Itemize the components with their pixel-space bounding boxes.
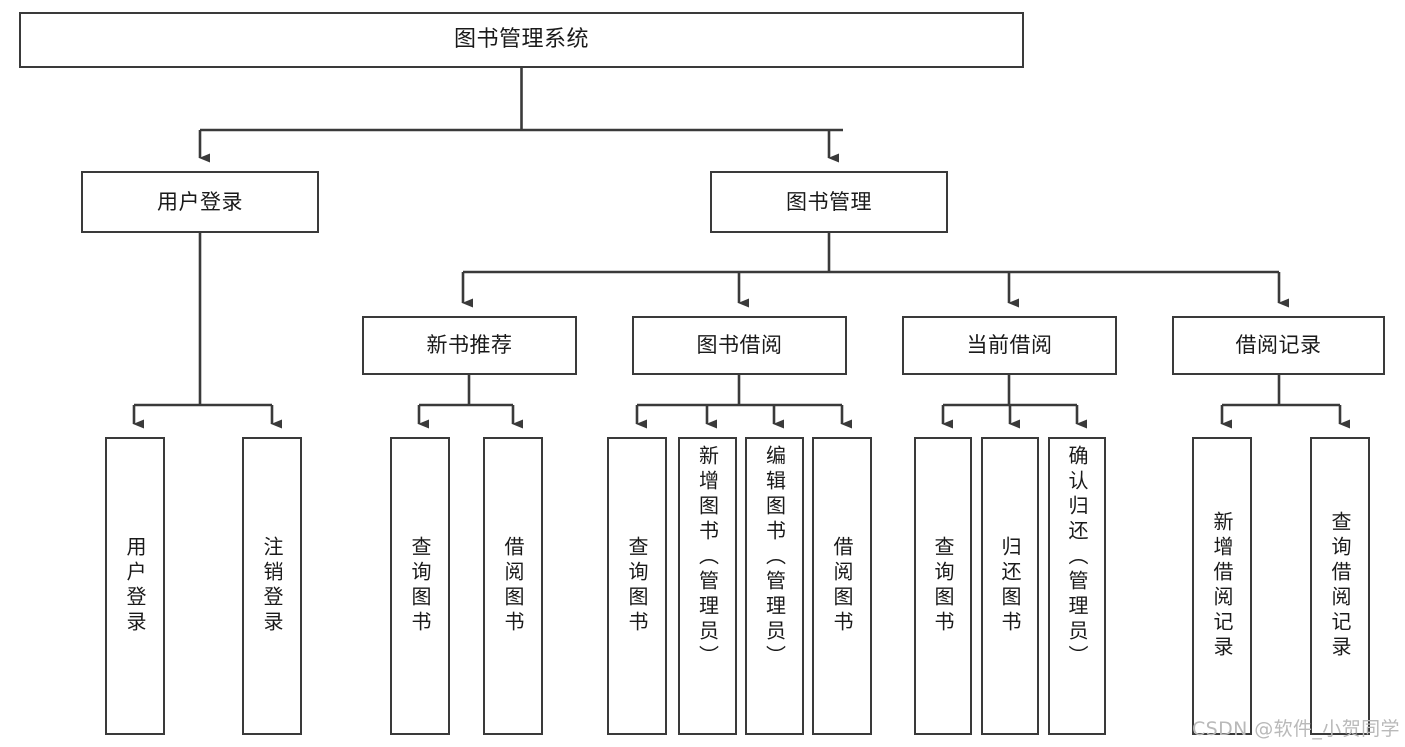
node-root[interactable]: 图书管理系统: [19, 12, 1024, 68]
node-leaf-add-borrow-record-label: 新增借阅记录: [1210, 511, 1234, 661]
node-leaf-query-book-3[interactable]: 查询图书: [914, 437, 972, 735]
node-leaf-add-borrow-record[interactable]: 新增借阅记录: [1192, 437, 1252, 735]
node-borrow-record[interactable]: 借阅记录: [1172, 316, 1385, 375]
node-leaf-query-book-3-label: 查询图书: [931, 536, 955, 636]
node-user-login[interactable]: 用户登录: [81, 171, 319, 233]
node-leaf-return-book-label: 归还图书: [998, 536, 1022, 636]
node-leaf-user-login-label: 用户登录: [123, 536, 147, 636]
node-leaf-add-book-admin[interactable]: 新增图书（管理员）: [678, 437, 737, 735]
node-leaf-edit-book-admin-label: 编辑图书（管理员）: [762, 445, 787, 670]
node-new-book-recommend-label: 新书推荐: [426, 333, 513, 358]
node-leaf-borrow-book-1-label: 借阅图书: [501, 536, 525, 636]
node-leaf-return-book[interactable]: 归还图书: [981, 437, 1039, 735]
node-book-manage[interactable]: 图书管理: [710, 171, 948, 233]
node-current-borrow-label: 当前借阅: [966, 333, 1053, 358]
node-book-borrow[interactable]: 图书借阅: [632, 316, 847, 375]
node-leaf-borrow-book-2-label: 借阅图书: [830, 536, 854, 636]
node-leaf-logout[interactable]: 注销登录: [242, 437, 302, 735]
node-root-label: 图书管理系统: [453, 27, 589, 53]
node-leaf-borrow-book-1[interactable]: 借阅图书: [483, 437, 543, 735]
node-leaf-user-login[interactable]: 用户登录: [105, 437, 165, 735]
node-leaf-confirm-return-admin[interactable]: 确认归还（管理员）: [1048, 437, 1106, 735]
node-leaf-query-borrow-record-label: 查询借阅记录: [1328, 511, 1352, 661]
node-leaf-edit-book-admin[interactable]: 编辑图书（管理员）: [745, 437, 804, 735]
node-leaf-logout-label: 注销登录: [260, 536, 284, 636]
node-borrow-record-label: 借阅记录: [1235, 333, 1322, 358]
node-user-login-label: 用户登录: [157, 189, 243, 214]
node-leaf-query-borrow-record[interactable]: 查询借阅记录: [1310, 437, 1370, 735]
node-leaf-query-book-2-label: 查询图书: [625, 536, 649, 636]
node-leaf-confirm-return-admin-label: 确认归还（管理员）: [1065, 445, 1089, 670]
node-leaf-borrow-book-2[interactable]: 借阅图书: [812, 437, 872, 735]
node-book-borrow-label: 图书借阅: [696, 333, 783, 358]
csdn-watermark: CSDN @软件_小贺同学: [1192, 718, 1400, 740]
node-leaf-query-book-1-label: 查询图书: [408, 536, 432, 636]
node-leaf-query-book-1[interactable]: 查询图书: [390, 437, 450, 735]
node-new-book-recommend[interactable]: 新书推荐: [362, 316, 577, 375]
node-leaf-add-book-admin-label: 新增图书（管理员）: [695, 445, 720, 670]
node-leaf-query-book-2[interactable]: 查询图书: [607, 437, 667, 735]
node-book-manage-label: 图书管理: [786, 189, 872, 214]
node-current-borrow[interactable]: 当前借阅: [902, 316, 1117, 375]
